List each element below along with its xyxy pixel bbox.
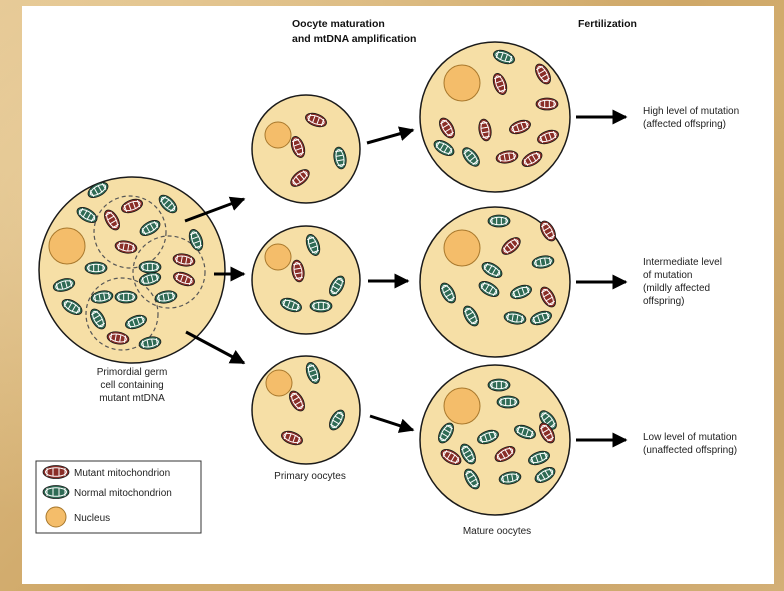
header-fertilization: Fertilization [578,18,637,30]
normal-mitochondrion [310,300,332,312]
legend-nucleus-label: Nucleus [74,513,110,524]
legend-mutant-label: Mutant mitochondrion [74,468,170,479]
outcome-intermediate-line2: of mutation [643,270,692,281]
mutant-mitochondrion [43,466,69,479]
primary-oocyte-bottom [252,356,360,464]
arrow-germ-to-bottom [186,332,244,363]
outcome-low-line1: Low level of mutation [643,432,737,443]
nucleus [265,122,291,148]
outcome-high-line1: High level of mutation [643,106,739,117]
nucleus [265,244,291,270]
arrow-bottom-maturation [370,416,413,430]
mutant-mitochondrion [536,98,558,110]
legend-normal-mitochondrion-icon [43,486,69,499]
legend-normal-label: Normal mitochondrion [74,488,172,499]
nucleus [444,230,480,266]
nucleus [49,228,85,264]
legend-mutant-mitochondrion-icon [43,466,69,479]
mature-oocytes-label: Mature oocytes [463,526,531,537]
nucleus [444,388,480,424]
germ-cell-label-line1: Primordial germ [97,367,168,378]
normal-mitochondrion [139,261,161,273]
header-mtdna-amplification: and mtDNA amplification [292,33,416,45]
mature-oocyte-top [420,42,570,192]
germ-cell-label-line2: cell containing [100,380,163,391]
header-oocyte-maturation: Oocyte maturation [292,18,385,30]
arrow-top-maturation [367,130,413,143]
normal-mitochondrion [497,396,519,408]
nucleus [444,65,480,101]
normal-mitochondrion [43,486,69,499]
outcome-intermediate-line4: offspring) [643,296,685,307]
germ-cell-label-line3: mutant mtDNA [99,393,165,404]
outcome-intermediate-line1: Intermediate level [643,257,722,268]
normal-mitochondrion [85,262,107,274]
normal-mitochondrion [115,291,137,303]
outcome-low-line2: (unaffected offspring) [643,445,737,456]
primary-oocytes-label: Primary oocytes [274,471,346,482]
nucleus [266,370,292,396]
outcome-high-line2: (affected offspring) [643,119,726,130]
outcome-intermediate-line3: (mildly affected [643,283,710,294]
normal-mitochondrion [488,215,510,227]
normal-mitochondrion [488,379,510,391]
primary-oocyte-top [252,95,360,203]
legend-nucleus-icon [46,507,66,527]
